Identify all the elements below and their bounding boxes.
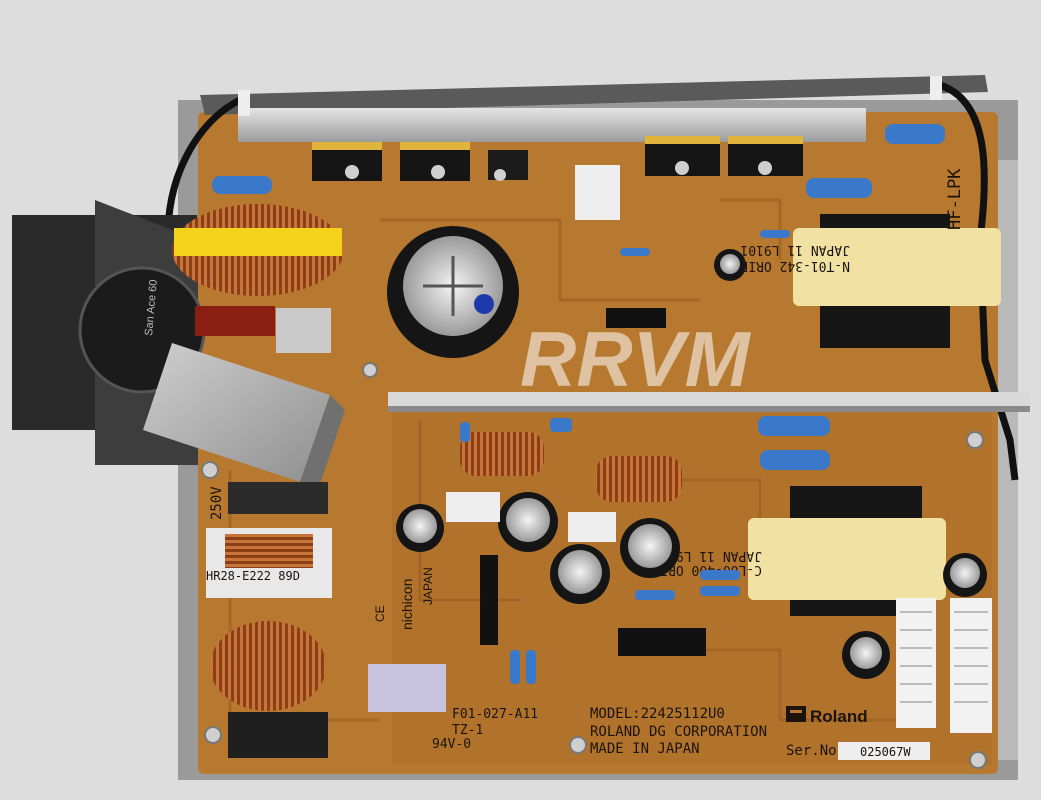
relay-block-bottom	[228, 712, 328, 758]
rating-250v: 250V	[209, 486, 225, 520]
ic-chip-2	[480, 555, 498, 645]
relay-block-top	[228, 482, 328, 514]
connector-right-1	[896, 598, 936, 728]
middle-heatsink	[388, 392, 1030, 406]
holographic-sticker	[368, 664, 446, 712]
toroid-filter-lower	[210, 621, 326, 711]
roland-logo: Roland	[786, 706, 868, 726]
tz-code: TZ-1	[452, 723, 483, 738]
watermark-text: RRVM	[520, 315, 752, 403]
ic-chip-3	[606, 308, 666, 328]
serial-value: 025067W	[860, 745, 911, 759]
aluminum-block-side	[300, 395, 345, 490]
pcb-top-edge-code: HF-LPK	[945, 168, 965, 230]
mosfet-row	[312, 136, 803, 181]
mounting-screws	[201, 362, 987, 769]
fan-brand-label: San Ace 60	[143, 279, 160, 336]
small-components	[212, 124, 945, 684]
origin-text: MADE IN JAPAN	[590, 741, 700, 757]
film-cap-white-1	[446, 492, 500, 522]
transformer-upper-tape	[793, 228, 1001, 306]
transformer-lower-label-2: JAPAN 11 L9101	[652, 548, 762, 563]
toroid-inductor-2	[596, 456, 682, 502]
aluminum-heatsink-block	[143, 343, 330, 482]
cable-tie-left	[238, 90, 250, 116]
model-text: MODEL:22425112U0	[590, 706, 725, 722]
yellow-tape-band	[174, 228, 342, 256]
thermistor-block	[276, 308, 331, 353]
maker-text: ROLAND DG CORPORATION	[590, 724, 767, 740]
film-cap-white-3	[575, 165, 620, 220]
transformer-lower-tape	[748, 518, 946, 600]
film-cap-white-2	[568, 512, 616, 542]
ce-mark: CE	[373, 605, 387, 622]
transformer-upper-label-1: N-T01-342 ORIEX	[732, 258, 850, 273]
serial-label: Ser.No.	[786, 743, 845, 759]
part-number: F01-027-A11	[452, 707, 538, 722]
toroid-inductor-1	[460, 432, 544, 476]
flammability-rating: 94V-0	[432, 737, 471, 752]
filter-label: HR28-E222 89D	[206, 569, 300, 583]
brand-text: Roland	[810, 707, 868, 726]
cable-tie-right	[930, 76, 942, 100]
ic-chip-1	[618, 628, 706, 656]
serial-sticker	[838, 742, 930, 760]
film-capacitor-red	[195, 306, 275, 336]
transformer-upper-label-2: JAPAN 11 L9101	[740, 242, 850, 257]
electrolytic-capacitors	[396, 249, 987, 679]
nichicon-text: nichicon	[399, 579, 415, 630]
nichicon-japan-text: JAPAN	[421, 567, 435, 605]
top-metal-bracket	[200, 75, 988, 115]
